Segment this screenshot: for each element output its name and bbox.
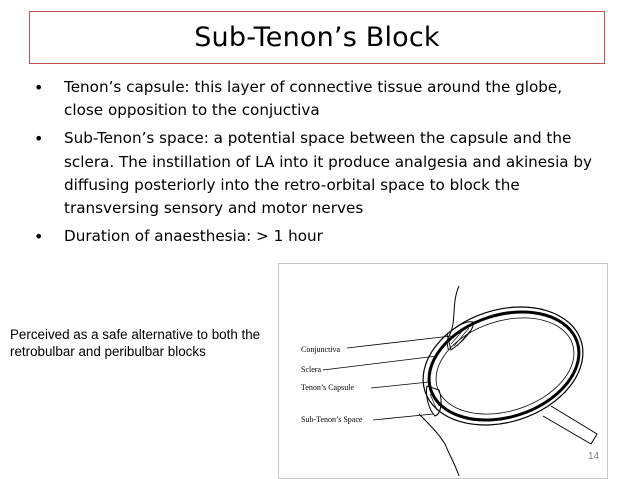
bullet-text: Duration of anaesthesia: > 1 hour xyxy=(64,227,323,246)
eye-anatomy-diagram: Conjunctiva Sclera Tenon’s Capsule Sub-T… xyxy=(278,263,608,479)
label-sclera: Sclera xyxy=(301,365,321,374)
label-tenons-capsule: Tenon’s Capsule xyxy=(301,383,354,392)
bullet-dot: • xyxy=(34,129,44,149)
hatch-line xyxy=(453,327,470,347)
bullet-text: Sub-Tenon’s space: a potential space bet… xyxy=(64,129,593,218)
bullet-list: • Tenon’s capsule: this layer of connect… xyxy=(34,76,604,253)
bullet-item: • Duration of anaesthesia: > 1 hour xyxy=(34,225,604,248)
leader-line-tenons xyxy=(370,381,430,389)
tenons-capsule-outline xyxy=(422,306,584,426)
lower-fornix xyxy=(426,385,442,417)
leader-line-sub-tenons xyxy=(372,413,434,421)
orbit-lower-line xyxy=(418,413,460,477)
hatch-line xyxy=(432,391,440,407)
globe-inner xyxy=(435,317,575,415)
hatch-line xyxy=(429,393,438,411)
slide-title: Sub-Tenon’s Block xyxy=(194,22,440,53)
hatch-line xyxy=(456,329,472,347)
page-number: 14 xyxy=(588,451,600,462)
bullet-item: • Tenon’s capsule: this layer of connect… xyxy=(34,76,604,122)
eye-diagram-svg: Conjunctiva Sclera Tenon’s Capsule Sub-T… xyxy=(301,285,598,477)
title-box: Sub-Tenon’s Block xyxy=(29,11,605,64)
label-conjunctiva: Conjunctiva xyxy=(301,345,341,354)
leader-line-sclera xyxy=(322,355,438,371)
bullet-item: • Sub-Tenon’s space: a potential space b… xyxy=(34,127,604,220)
label-sub-tenons-space: Sub-Tenon’s Space xyxy=(301,415,363,424)
sclera-outline xyxy=(427,310,581,422)
bullet-dot: • xyxy=(34,78,44,97)
optic-nerve xyxy=(542,405,598,445)
side-note: Perceived as a safe alternative to both … xyxy=(10,327,261,359)
bullet-text: Tenon’s capsule: this layer of connectiv… xyxy=(64,78,563,120)
leader-line-conjunctiva xyxy=(346,335,452,349)
hatch-line xyxy=(450,327,466,345)
bullet-dot: • xyxy=(34,227,44,247)
